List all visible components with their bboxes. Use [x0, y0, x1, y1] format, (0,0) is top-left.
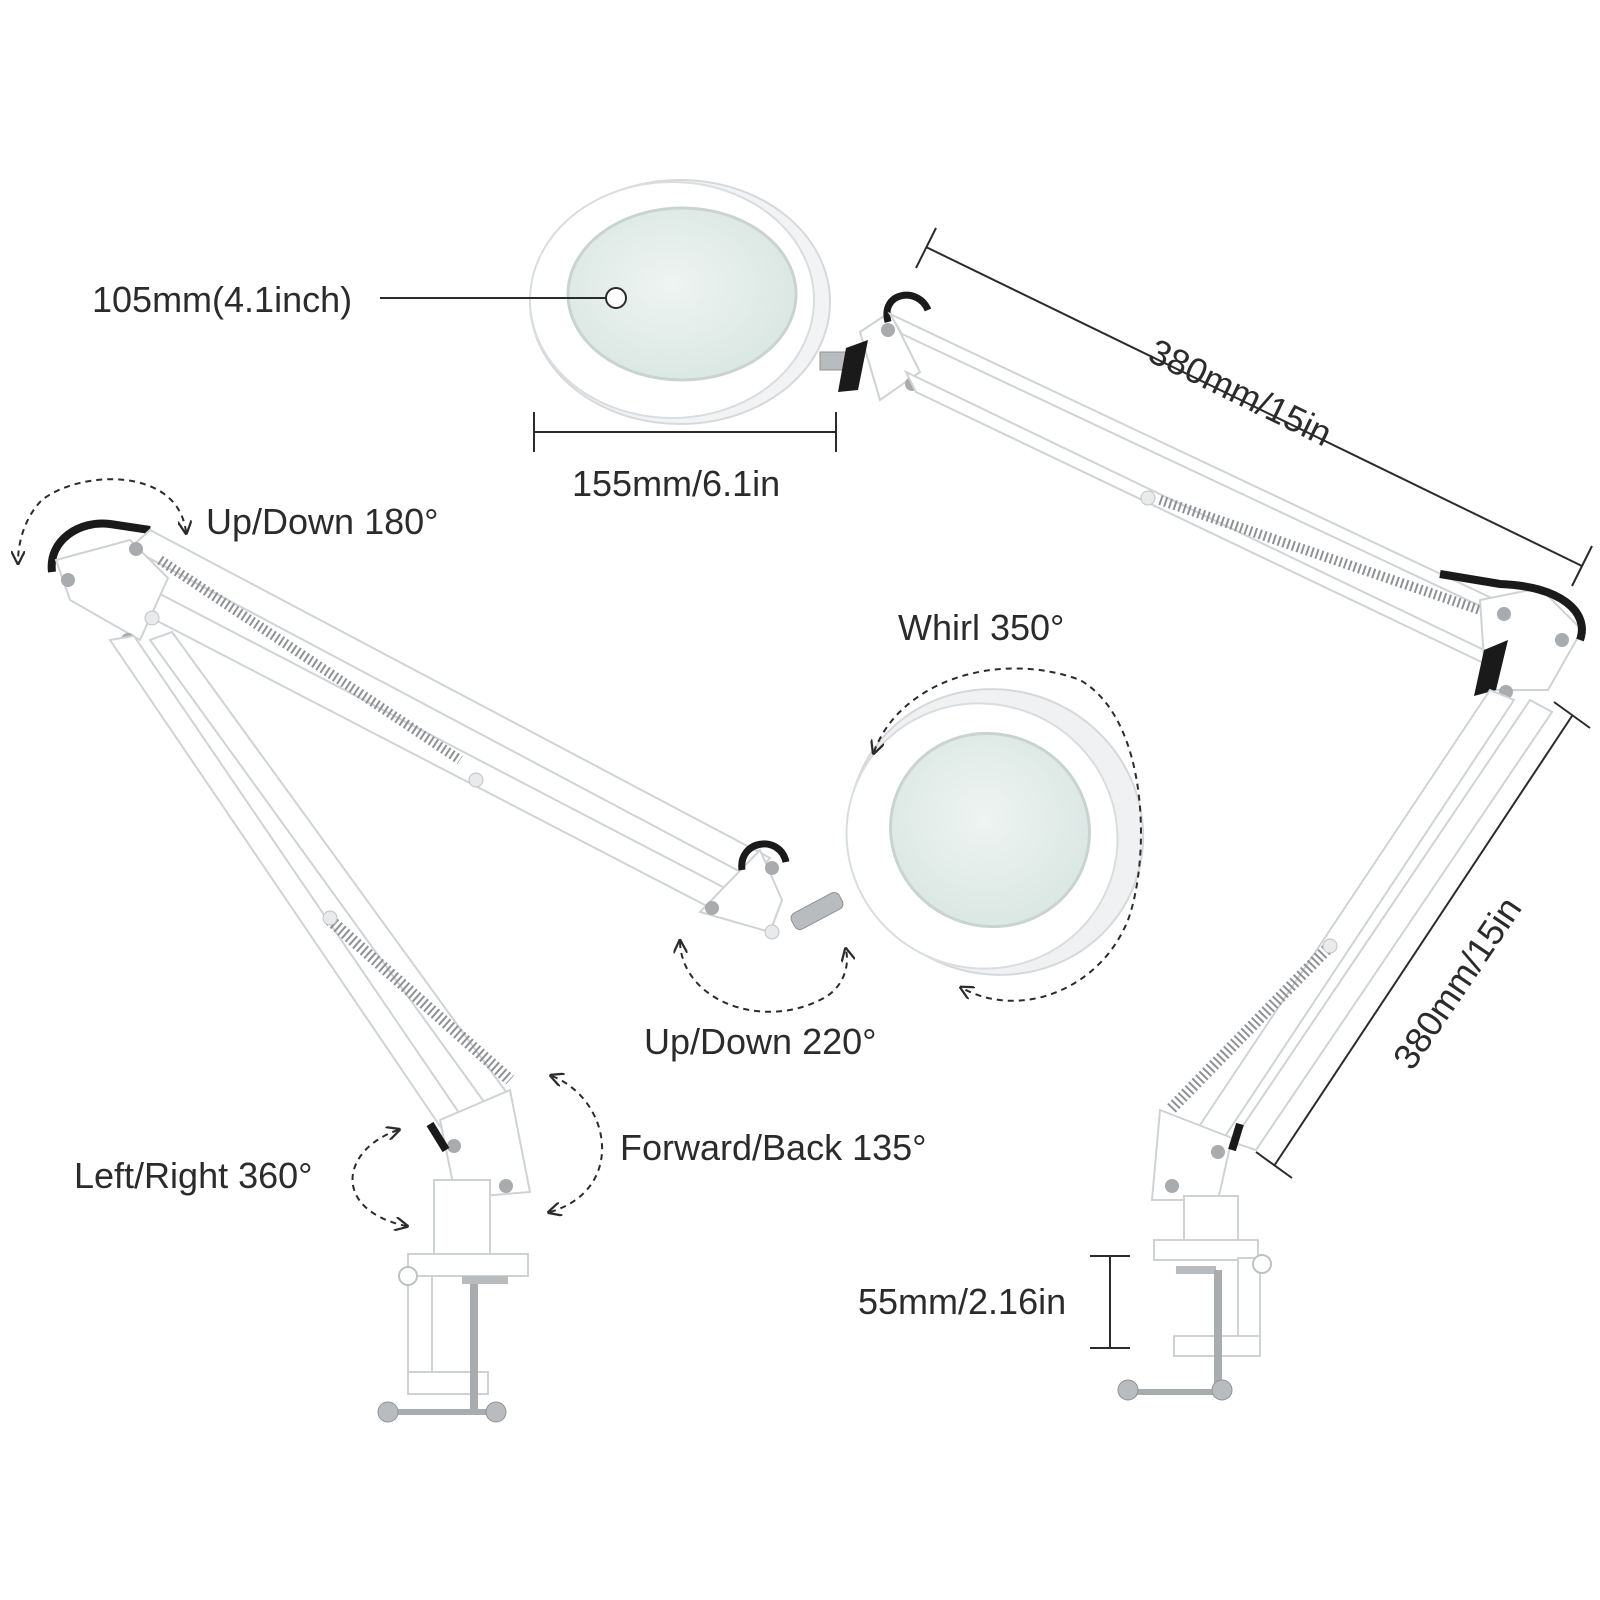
head-tilt-label: Up/Down 220°: [644, 1021, 877, 1062]
left-lamp: [47, 519, 1145, 1423]
top-lamp-lens: [566, 206, 798, 382]
right-lamp-base: [1117, 1108, 1272, 1401]
right-lamp: [529, 179, 1586, 1401]
base-tilt-arrow: [550, 1076, 603, 1212]
right-upper-spring: [1158, 495, 1482, 615]
left-lower-spring: [326, 915, 514, 1085]
base-swivel-arrow: [351, 1130, 407, 1226]
left-lamp-base: [377, 1088, 532, 1423]
left-lamp-head: [845, 688, 1145, 976]
whirl-arrow: [874, 667, 1142, 1002]
right-lower-spring: [1165, 941, 1335, 1115]
left-upper-spring: [157, 555, 463, 765]
lens-leader-dot: [605, 287, 627, 309]
upper-arm-dim-line: [925, 246, 1583, 567]
lower-arm-dim-line: [1273, 715, 1573, 1167]
top-head-joint: [858, 310, 922, 402]
top-lamp-head: [529, 179, 849, 425]
clamp-opening-label: 55mm/2.16in: [858, 1281, 1066, 1322]
head-width-label: 155mm/6.1in: [572, 463, 780, 504]
rotation-arrows: [18, 478, 1142, 1226]
dimension-lines: [380, 227, 1593, 1349]
base-swivel-label: Left/Right 360°: [74, 1155, 313, 1196]
left-elbow-joint: [698, 848, 784, 934]
head-tilt-arrow: [680, 942, 847, 1013]
whirl-label: Whirl 350°: [898, 607, 1064, 648]
lens-diameter-label: 105mm(4.1inch): [92, 279, 352, 320]
upper-arm-length-label: 380mm/15in: [1142, 330, 1338, 454]
base-tilt-label: Forward/Back 135°: [620, 1127, 927, 1168]
shoulder-rotation-arrow: [18, 478, 186, 562]
left-lower-arm: [108, 630, 514, 1134]
shoulder-rotation-label: Up/Down 180°: [206, 501, 439, 542]
